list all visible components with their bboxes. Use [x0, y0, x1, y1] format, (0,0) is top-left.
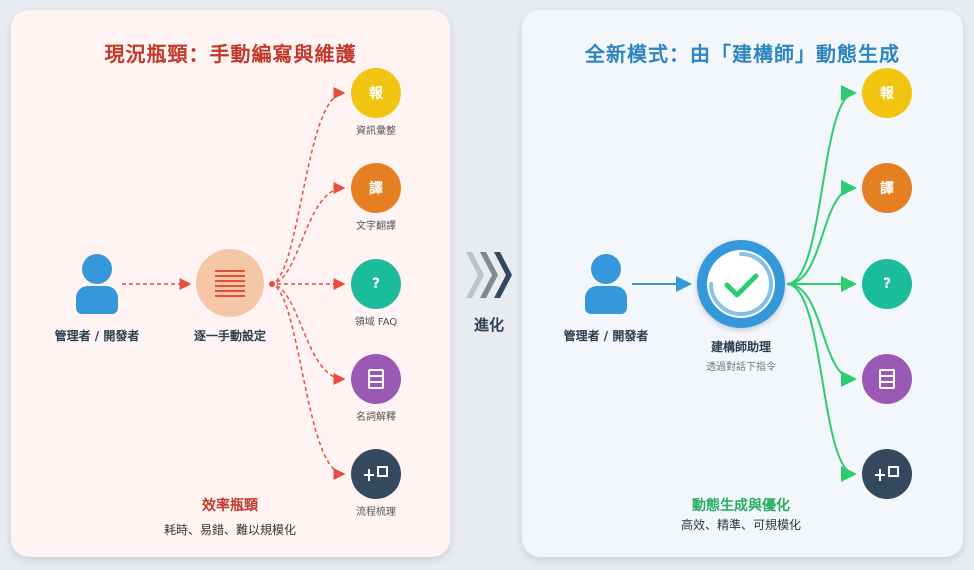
left-translate-icon: 譯	[351, 163, 401, 213]
evolve-chevron-icon	[466, 252, 512, 298]
manual-config-label: 逐一手動設定	[193, 329, 266, 343]
right-footer-title: 動態生成與優化	[692, 498, 790, 514]
current-state-title: 現況瓶頸：手動編寫與維護	[104, 42, 357, 66]
right-user-icon	[585, 254, 627, 314]
new-mode-title: 全新模式：由「建構師」動態生成	[585, 42, 900, 66]
right-user-label: 管理者 / 開發者	[563, 329, 649, 343]
left-user-label: 管理者 / 開發者	[54, 329, 140, 343]
left-faq-icon: ?	[351, 259, 401, 309]
right-report-icon: 報	[862, 68, 912, 118]
left-output-label-3: 領域 FAQ	[354, 317, 398, 328]
right-flow-icon	[862, 449, 912, 499]
right-faq-icon: ?	[862, 259, 912, 309]
left-footer-title: 效率瓶頸	[202, 498, 258, 514]
manual-config-icon	[196, 249, 264, 317]
assistant-label: 建構師助理	[710, 340, 771, 354]
evolve-label: 進化	[473, 316, 504, 334]
left-glossary-icon	[351, 354, 401, 404]
left-user-icon	[76, 254, 118, 314]
left-flow-icon	[351, 449, 401, 499]
assistant-check-icon	[697, 240, 785, 328]
left-output-label-2: 文字翻譯	[356, 221, 396, 232]
left-footer-subtitle: 耗時、易錯、難以規模化	[163, 523, 296, 537]
right-translate-icon: 譯	[862, 163, 912, 213]
left-output-label-4: 名詞解釋	[356, 412, 396, 423]
left-report-icon: 報	[351, 68, 401, 118]
left-output-label-5: 流程梳理	[356, 507, 396, 518]
left-output-label-1: 資訊彙整	[356, 126, 396, 137]
right-glossary-icon	[862, 354, 912, 404]
right-footer-subtitle: 高效、精準、可規模化	[680, 518, 801, 532]
assistant-subtitle: 透過對話下指令	[706, 362, 776, 373]
